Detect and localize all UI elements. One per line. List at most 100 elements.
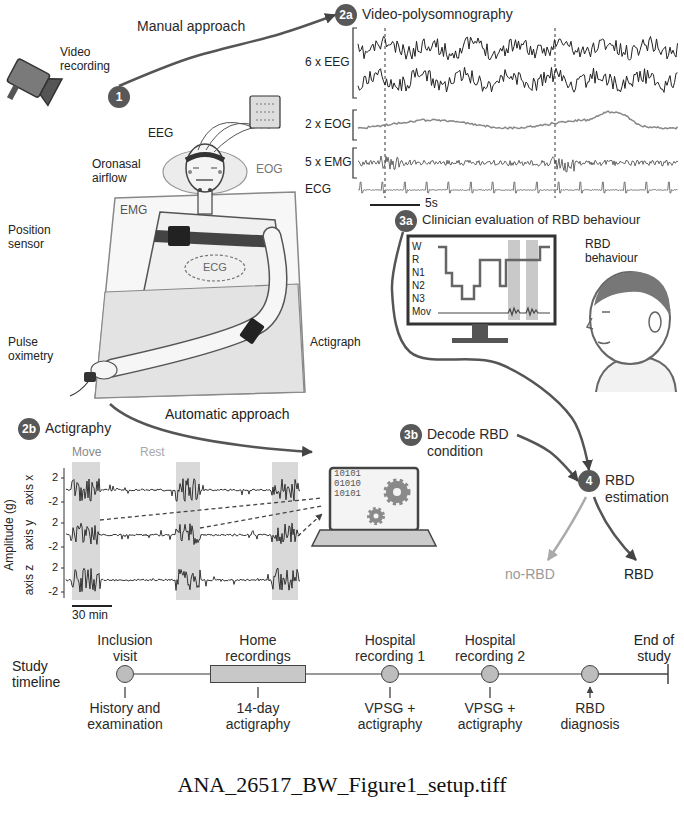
- monitor: [408, 236, 555, 324]
- tick-label: -2: [38, 495, 58, 508]
- stage-label: N2: [412, 280, 425, 292]
- laptop: [312, 530, 436, 546]
- accelerometer-trace: [66, 568, 300, 592]
- segment-label: Move: [72, 446, 101, 460]
- timeline-line: [499, 673, 581, 675]
- laptop: [369, 509, 383, 523]
- actigraphy-panel: [110, 404, 312, 452]
- patient: [208, 188, 212, 192]
- stage-label: W: [412, 241, 421, 253]
- outcome-arrows: [548, 497, 636, 560]
- flow-arrow: [119, 15, 335, 86]
- flow-arrow: [517, 435, 578, 481]
- patient: [186, 144, 224, 192]
- patient: [168, 226, 190, 246]
- stage-label: N1: [412, 267, 425, 279]
- monitor: [472, 324, 488, 338]
- timeline-circle: [481, 665, 499, 683]
- callout-number: 3a: [395, 210, 417, 232]
- timeline-end-label: End of study: [628, 632, 680, 664]
- laptop: [386, 481, 408, 503]
- timeline-note: VPSG + actigraphy: [451, 700, 529, 732]
- patient: [198, 188, 202, 192]
- axis-title: Amplitude (g): [3, 499, 17, 570]
- timeline-period: Home recordings14-day actigraphy: [210, 630, 306, 732]
- callout-number: 1: [108, 86, 130, 108]
- patient: [70, 96, 304, 398]
- timeline-axis: [125, 687, 590, 698]
- sensor-label: EOG: [256, 163, 283, 177]
- patient: [218, 170, 222, 174]
- timeline-note: History and examination: [86, 700, 164, 732]
- axis-label: axis z: [23, 565, 37, 596]
- timeline-line: [134, 673, 210, 675]
- camera-label: Video recording: [60, 46, 122, 74]
- emg-trace: [358, 156, 678, 172]
- screen-digits: 10101: [334, 490, 361, 499]
- panel-heading: 4RBD estimation: [578, 470, 675, 506]
- annotation: RBD behaviour: [585, 238, 655, 266]
- tick-label: -2: [38, 540, 58, 553]
- timeline-line: [399, 673, 481, 675]
- accelerometer-trace: [66, 478, 300, 501]
- actigraphy-panel: [72, 605, 112, 607]
- patient: [239, 317, 265, 344]
- outcome-label: RBD: [624, 566, 654, 582]
- channel-label: 6 x EEG: [305, 56, 350, 70]
- heading-text: Video-polysomnography: [362, 4, 513, 23]
- timeline-bar: [210, 665, 306, 683]
- bed: [95, 192, 305, 398]
- screen-digits: 01010: [334, 480, 361, 489]
- patient: [186, 155, 224, 161]
- flow-arrow: [392, 232, 589, 470]
- channel-label: ECG: [305, 183, 331, 197]
- approach-label: Automatic approach: [165, 406, 290, 422]
- segment-label: Rest: [140, 446, 165, 460]
- timeline-event: Hospital recording 2 VPSG + actigraphy: [442, 630, 538, 732]
- laptop: [374, 514, 379, 519]
- panel-heading: 3a Clinician evaluation of RBD behaviour: [395, 210, 640, 232]
- timeline-label: Hospital recording 2: [451, 632, 529, 664]
- clinician: [587, 272, 676, 392]
- axis-label: axis y: [23, 520, 37, 551]
- channel-label: 5 x EMG: [305, 156, 352, 170]
- psg-panel: [353, 28, 555, 205]
- sensor-label: Oronasal airflow: [92, 158, 164, 186]
- timeline-event: Hospital recording 1VPSG + actigraphy: [342, 630, 438, 732]
- heading-text: Actigraphy: [45, 418, 111, 437]
- signal-traces: [66, 36, 678, 591]
- ecg-trace: [358, 182, 678, 193]
- scale-label: 5s: [425, 197, 438, 211]
- monitor: [408, 236, 555, 343]
- tick-label: 2: [38, 561, 58, 574]
- heading-text: Clinician evaluation of RBD behaviour: [422, 210, 640, 228]
- patient: [193, 167, 217, 168]
- video-camera: [7, 85, 19, 100]
- heading-text: RBD estimation: [605, 470, 675, 506]
- video-camera: [37, 73, 62, 105]
- laptop: [330, 468, 418, 530]
- patient: [112, 236, 278, 368]
- timeline-circle: [381, 665, 399, 683]
- tick-label: -2: [38, 585, 58, 598]
- callout-number: 3b: [400, 424, 422, 446]
- channel-label: 2 x EOG: [305, 118, 351, 132]
- timeline-axis: [599, 664, 668, 684]
- monitor: [438, 247, 550, 299]
- monitor: [438, 308, 550, 315]
- sensor-label: EEG: [148, 127, 173, 141]
- callout-number: 2a: [335, 4, 357, 26]
- sensor-label: Pulse oximetry: [8, 336, 80, 364]
- psg-panel: [353, 28, 357, 178]
- outcome-arrows: [548, 497, 586, 560]
- timeline-circle: [116, 665, 134, 683]
- panel-heading: 2a Video-polysomnography: [335, 4, 513, 26]
- tick-label: 2: [38, 471, 58, 484]
- timeline-axis: [125, 664, 668, 698]
- timeline-note: VPSG + actigraphy: [351, 700, 429, 732]
- patient: [185, 255, 245, 281]
- eeg-trace: [358, 67, 678, 92]
- step-badge: 1: [108, 86, 130, 108]
- panel-heading: 3bDecode RBD condition: [400, 424, 517, 460]
- sensor-label: ECG: [203, 261, 227, 274]
